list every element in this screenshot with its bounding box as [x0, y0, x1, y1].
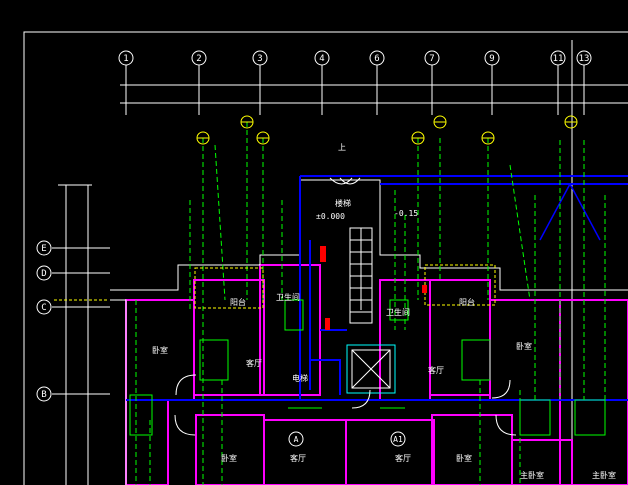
- axis-label-left: C: [41, 303, 46, 313]
- axis-label-top: 2: [196, 54, 201, 64]
- level-mark: -0.15: [394, 209, 418, 218]
- level-mark: ±0.000: [316, 212, 345, 221]
- pipe-markers: [196, 115, 578, 145]
- axis-label-top: 3: [257, 54, 262, 64]
- outline: [110, 179, 628, 485]
- axis-label-top: 6: [374, 54, 379, 64]
- axis-label-top: 11: [553, 54, 564, 64]
- room-label: 卫生间: [276, 292, 300, 302]
- axis-label-left: B: [41, 390, 46, 400]
- room-label: 卫生间: [386, 307, 410, 317]
- door-arcs: [174, 374, 517, 436]
- blue-pipes: [126, 175, 628, 401]
- top-axis-bubbles: [118, 50, 592, 66]
- axis-label-bottom: A: [294, 435, 299, 444]
- top-axis-labels: 1 2 3 4 6 7 9 11 13: [123, 54, 589, 64]
- room-label: 客厅: [395, 453, 411, 463]
- room-label: 客厅: [246, 358, 262, 368]
- diagonal-pipes: [539, 183, 601, 241]
- left-axis-labels: E D C B: [41, 244, 46, 400]
- left-axis-bubbles: [36, 240, 52, 402]
- room-label: 卧室: [456, 453, 472, 463]
- left-dimension-lines: [52, 184, 110, 485]
- axis-label-left: E: [41, 244, 46, 254]
- room-label: 卧室: [152, 345, 168, 355]
- axis-label-left: D: [41, 269, 46, 279]
- room-label: 客厅: [290, 453, 306, 463]
- top-dimension-lines: [120, 40, 628, 485]
- red-accents: [320, 246, 427, 330]
- bottom-axis-bubbles: [288, 431, 406, 447]
- axis-label-top: 4: [319, 54, 324, 64]
- axis-label-top: 7: [429, 54, 434, 64]
- stair: [329, 177, 373, 324]
- room-label: 阳台: [230, 297, 246, 307]
- axis-label-bottom: A1: [393, 435, 403, 444]
- drawing-frame: [23, 31, 628, 485]
- axis-label-top: 9: [489, 54, 494, 64]
- room-labels: 楼梯 阳台 阳台 卫生间 卫生间 客厅 客厅 卧室 卧室 电梯 客厅 客厅 卧室…: [152, 198, 616, 480]
- room-label: 卧室: [516, 341, 532, 351]
- room-label: 电梯: [292, 373, 308, 383]
- bottom-axis-labels: A A1: [294, 435, 403, 444]
- stair-up-label: 上: [338, 143, 346, 152]
- axis-label-top: 13: [579, 54, 590, 64]
- axis-label-top: 1: [123, 54, 128, 64]
- room-label: 主卧室: [592, 470, 616, 480]
- room-label: 卧室: [221, 453, 237, 463]
- elevator: [346, 344, 396, 394]
- green-dashed-pipes: [135, 122, 606, 485]
- pipe-markers-cross: [197, 121, 577, 139]
- balcony-lines: [54, 264, 496, 309]
- room-label: 客厅: [428, 365, 444, 375]
- room-label: 主卧室: [520, 470, 544, 480]
- room-label: 楼梯: [335, 198, 351, 208]
- level-marks: ±0.000 -0.15 上: [316, 143, 418, 221]
- room-label: 阳台: [459, 297, 475, 307]
- fixtures: [129, 299, 606, 436]
